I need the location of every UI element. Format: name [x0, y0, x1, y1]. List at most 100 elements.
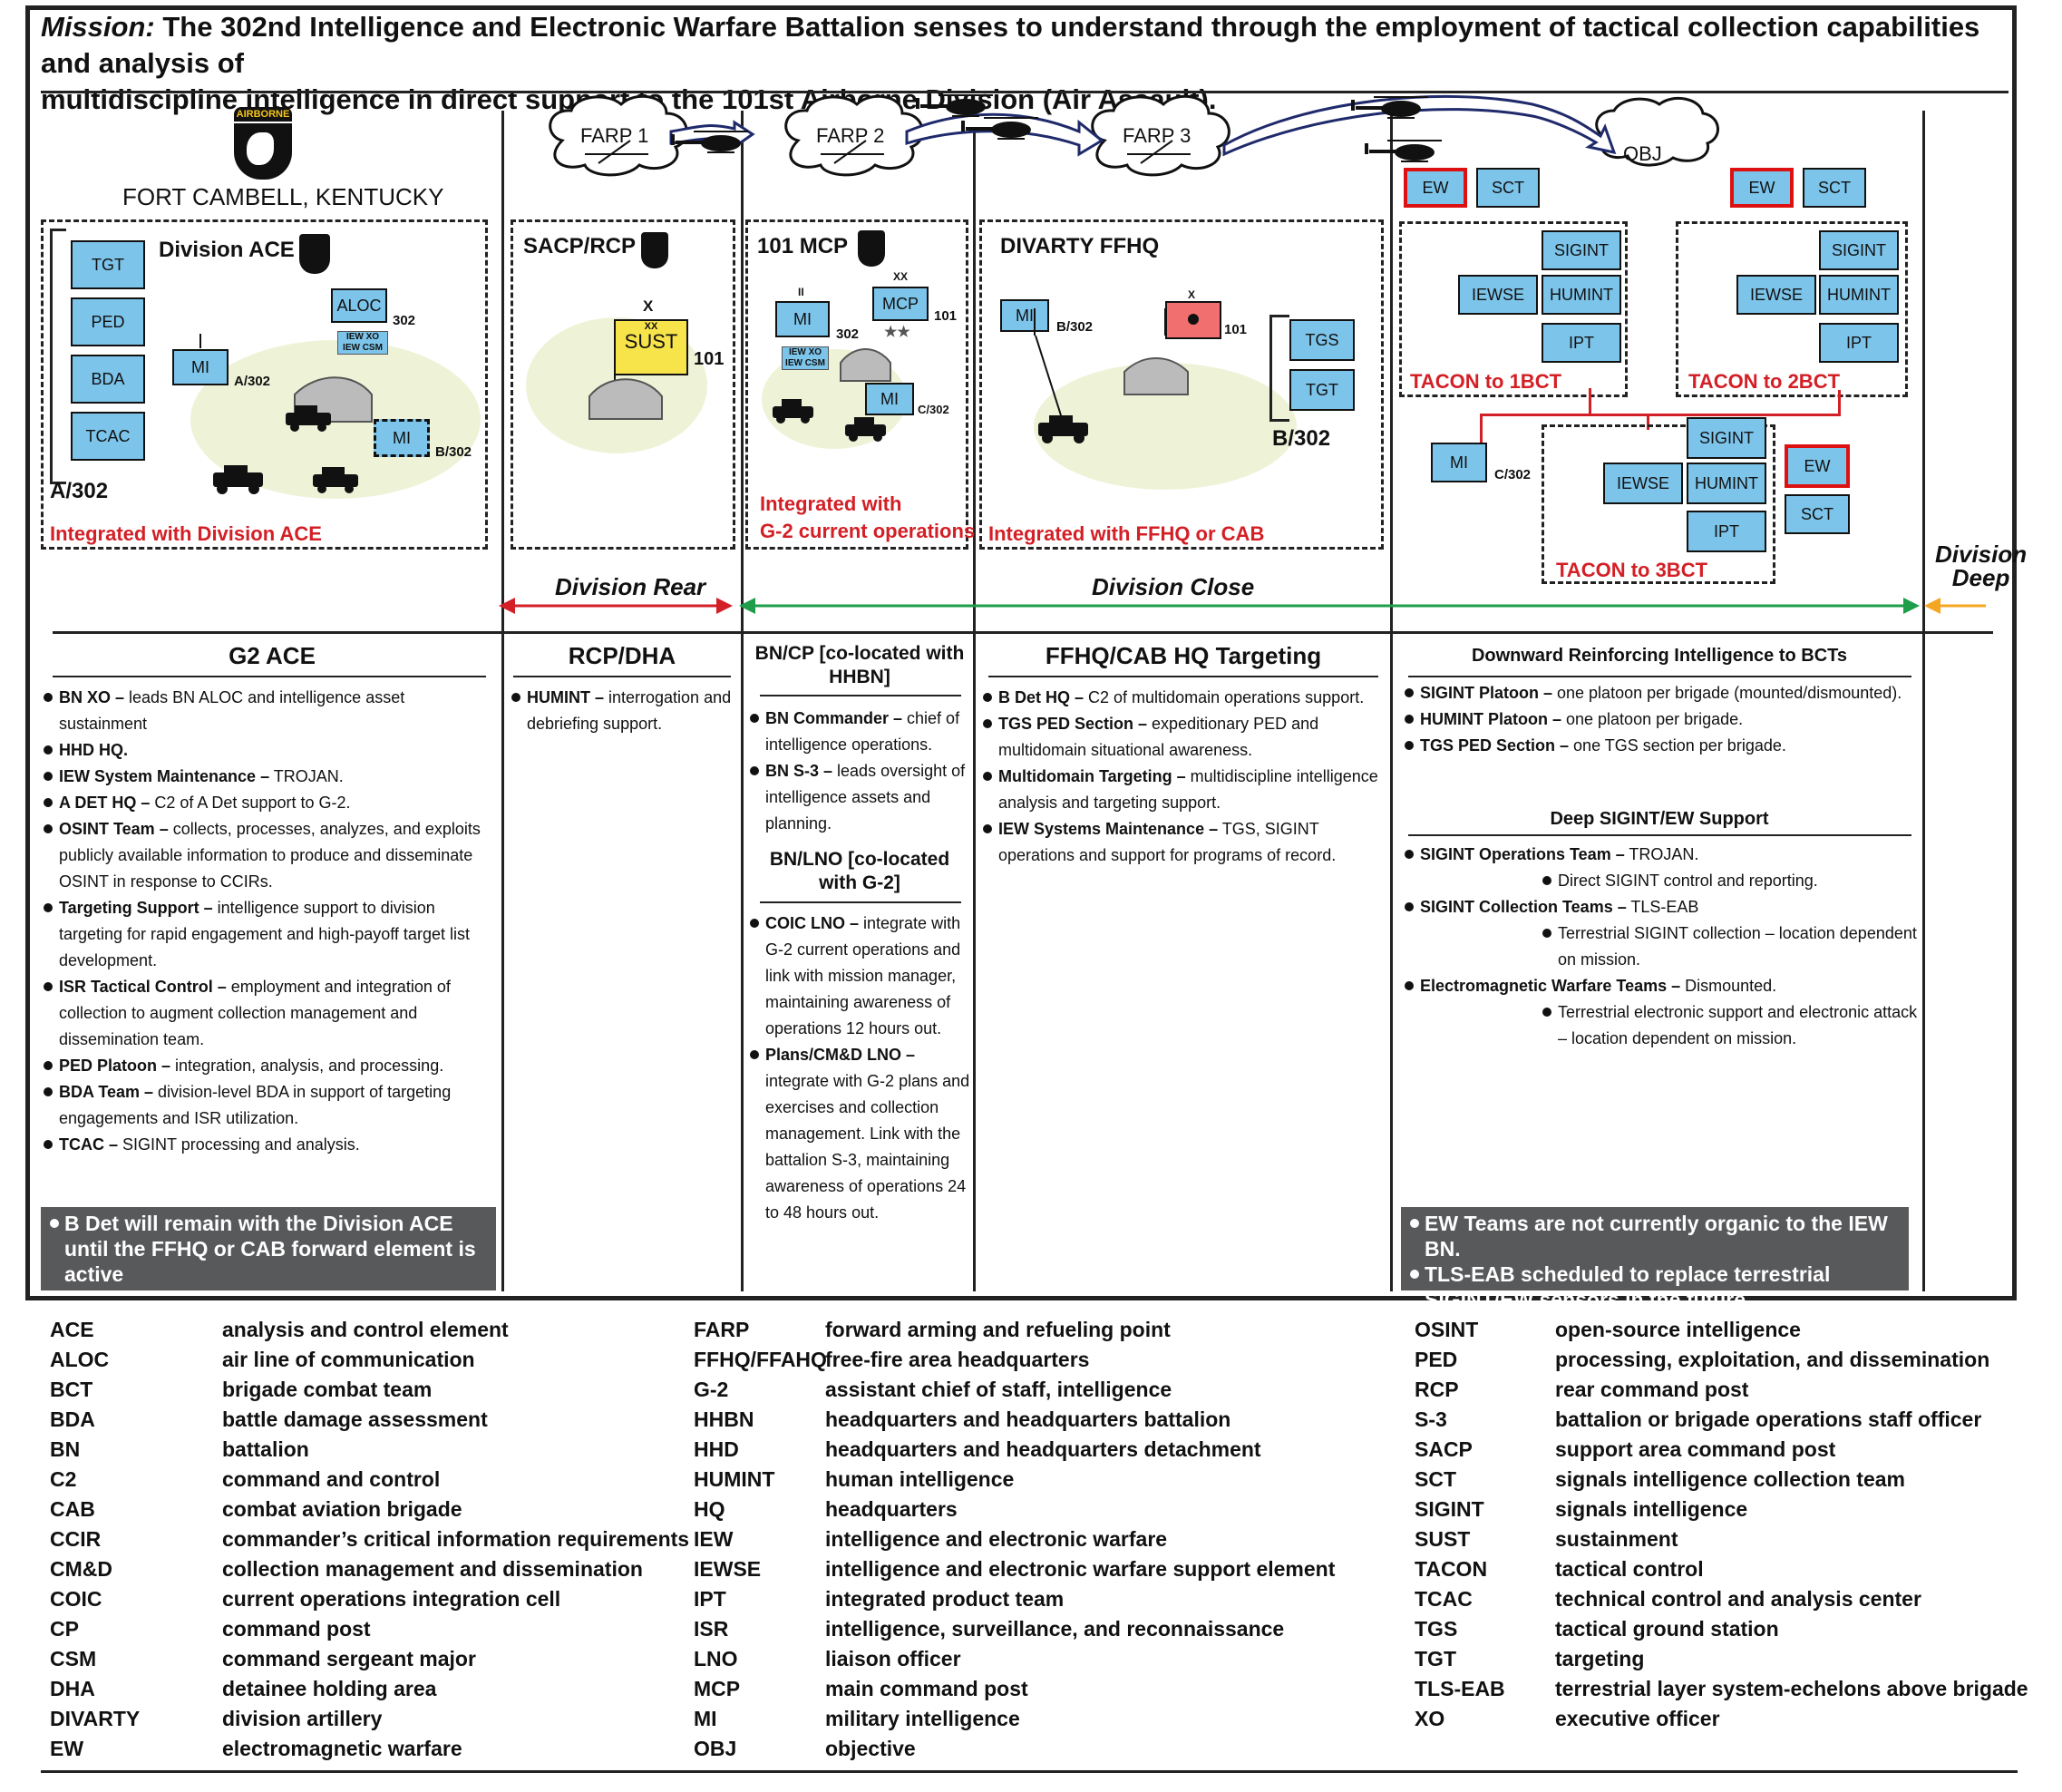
mission-prefix: Mission: [41, 11, 155, 43]
airborne-patch-icon: AIRBORNE [234, 107, 292, 181]
farp1-label: FARP 1 [580, 124, 649, 147]
sacp-box [511, 219, 735, 550]
mcp-box [745, 219, 968, 550]
bct2-box-corner [1676, 221, 1908, 397]
list-item: BDA Team – division-level BDA in support… [43, 1079, 492, 1132]
glossary-abbr: SIGINT [1415, 1497, 1484, 1521]
item-term: BN S-3 – [765, 762, 833, 780]
list-item: TGS PED Section – one TGS section per br… [1404, 733, 1921, 759]
ace-title: Division ACE [159, 238, 295, 262]
glossary-definition: military intelligence [825, 1707, 1020, 1730]
sust-label: 101 [694, 349, 725, 369]
glossary-definition: collection management and dissemination [222, 1557, 643, 1581]
rear-arrow-left [499, 598, 515, 614]
item-text: leads BN ALOC and intelligence asset sus… [59, 688, 405, 733]
bct1-box-corner [1399, 221, 1628, 397]
unit-mi-c302: MI [865, 383, 914, 415]
airborne-patch-icon [299, 234, 330, 274]
list-item: Direct SIGINT control and reporting. [1404, 868, 1921, 894]
item-text: integration, analysis, and processing. [170, 1057, 444, 1075]
deep-arrow-left [1924, 598, 1940, 614]
item-term: IEW System Maintenance – [59, 767, 270, 785]
list-item: SIGINT Collection Teams – TLS-EAB [1404, 894, 1921, 920]
mission-line-1: The 302nd Intelligence and Electronic Wa… [41, 11, 1980, 79]
glossary-abbr: HQ [694, 1497, 725, 1521]
glossary-abbr: RCP [1415, 1378, 1459, 1401]
rcp-underline [513, 676, 731, 677]
list-item: BN XO – leads BN ALOC and intelligence a… [43, 685, 492, 737]
glossary-definition: technical control and analysis center [1555, 1587, 1921, 1611]
division-close-label: Division Close [1092, 573, 1255, 600]
item-term: Plans/CM&D LNO – [765, 1046, 916, 1064]
item-term: TCAC – [59, 1135, 119, 1154]
item-text: multidiscipline intelligence analysis an… [998, 767, 1378, 812]
glossary-definition: integrated product team [825, 1587, 1065, 1611]
mi-echelon: II [798, 286, 804, 298]
down-title: Downward Reinforcing Intelligence to BCT… [1471, 646, 1848, 666]
divarty-title: DIVARTY FFHQ [1000, 234, 1160, 258]
glossary-abbr: ACE [50, 1318, 94, 1341]
divarty-bracket [1269, 315, 1289, 422]
glossary-abbr: OSINT [1415, 1318, 1479, 1341]
humvee-icon [313, 467, 358, 493]
col-divider-1 [501, 111, 504, 1291]
unit-iewse-1: IEWSE [1458, 275, 1538, 315]
glossary-abbr: IEW [694, 1527, 734, 1551]
iew-csm-tag: IEW CSM [785, 358, 825, 368]
item-term: TGS PED Section – [1420, 736, 1570, 755]
item-term: Targeting Support – [59, 899, 213, 917]
divarty-note: Integrated with FFHQ or CAB [988, 522, 1265, 545]
tacon-2bct: TACON to 2BCT [1688, 370, 1841, 393]
item-term: Multidomain Targeting – [998, 767, 1186, 785]
item-text: interrogation and debriefing support. [527, 688, 732, 733]
helicopter-icon [961, 117, 1038, 140]
glossary-definition: analysis and control element [222, 1318, 509, 1341]
mcp-staff: IEW XO IEW CSM [782, 346, 829, 370]
unit-ew-3: EW [1785, 444, 1850, 488]
down-note-2: TLS-EAB scheduled to replace terrestrial… [1408, 1261, 1902, 1312]
glossary-abbr: OBJ [694, 1737, 737, 1760]
glossary-definition: battalion [222, 1437, 309, 1461]
item-term: BDA Team – [59, 1083, 154, 1101]
glossary-row: OBJ objective [694, 1734, 1419, 1764]
glossary-definition: headquarters and headquarters detachment [825, 1437, 1261, 1461]
tent-icon [1123, 357, 1189, 395]
glossary-definition: signals intelligence collection team [1555, 1467, 1906, 1491]
airborne-tab: AIRBORNE [234, 107, 292, 122]
bnlno-title: BN/LNO [co-located with G-2] [769, 849, 950, 893]
divarty-box [979, 219, 1384, 550]
bnlno-list: COIC LNO – integrate with G-2 current op… [749, 911, 972, 1226]
ace-bracket [50, 229, 66, 484]
item-text: division-level BDA in support of targeti… [59, 1083, 452, 1127]
helicopter-icon [1351, 96, 1428, 119]
item-text: expeditionary PED and multidomain situat… [998, 715, 1319, 759]
item-text: C2 of A Det support to G-2. [150, 794, 351, 812]
item-term: A DET HQ – [59, 794, 151, 812]
tacon-connector [1838, 390, 1841, 415]
glossary-abbr: TGT [1415, 1647, 1456, 1670]
unit-sigint-3: SIGINT [1687, 417, 1766, 459]
artillery-dot-icon [1188, 314, 1199, 325]
item-term: B Det HQ – [998, 688, 1084, 706]
item-term: IEW Systems Maintenance – [998, 820, 1219, 838]
down-underline [1408, 676, 1911, 677]
glossary-definition: command sergeant major [222, 1647, 476, 1670]
glossary-definition: objective [825, 1737, 916, 1760]
unit-sct-3: SCT [1785, 494, 1850, 534]
glossary-definition: battalion or brigade operations staff of… [1555, 1407, 1982, 1431]
glossary-abbr: G-2 [694, 1378, 729, 1401]
echelon-mark [199, 334, 201, 348]
helicopter-icon [671, 131, 748, 153]
glossary-abbr: BDA [50, 1407, 95, 1431]
ace-bracket-label: A/302 [50, 479, 109, 503]
glossary-definition: tactical control [1555, 1557, 1704, 1581]
mcp-title: 101 MCP [757, 234, 849, 258]
